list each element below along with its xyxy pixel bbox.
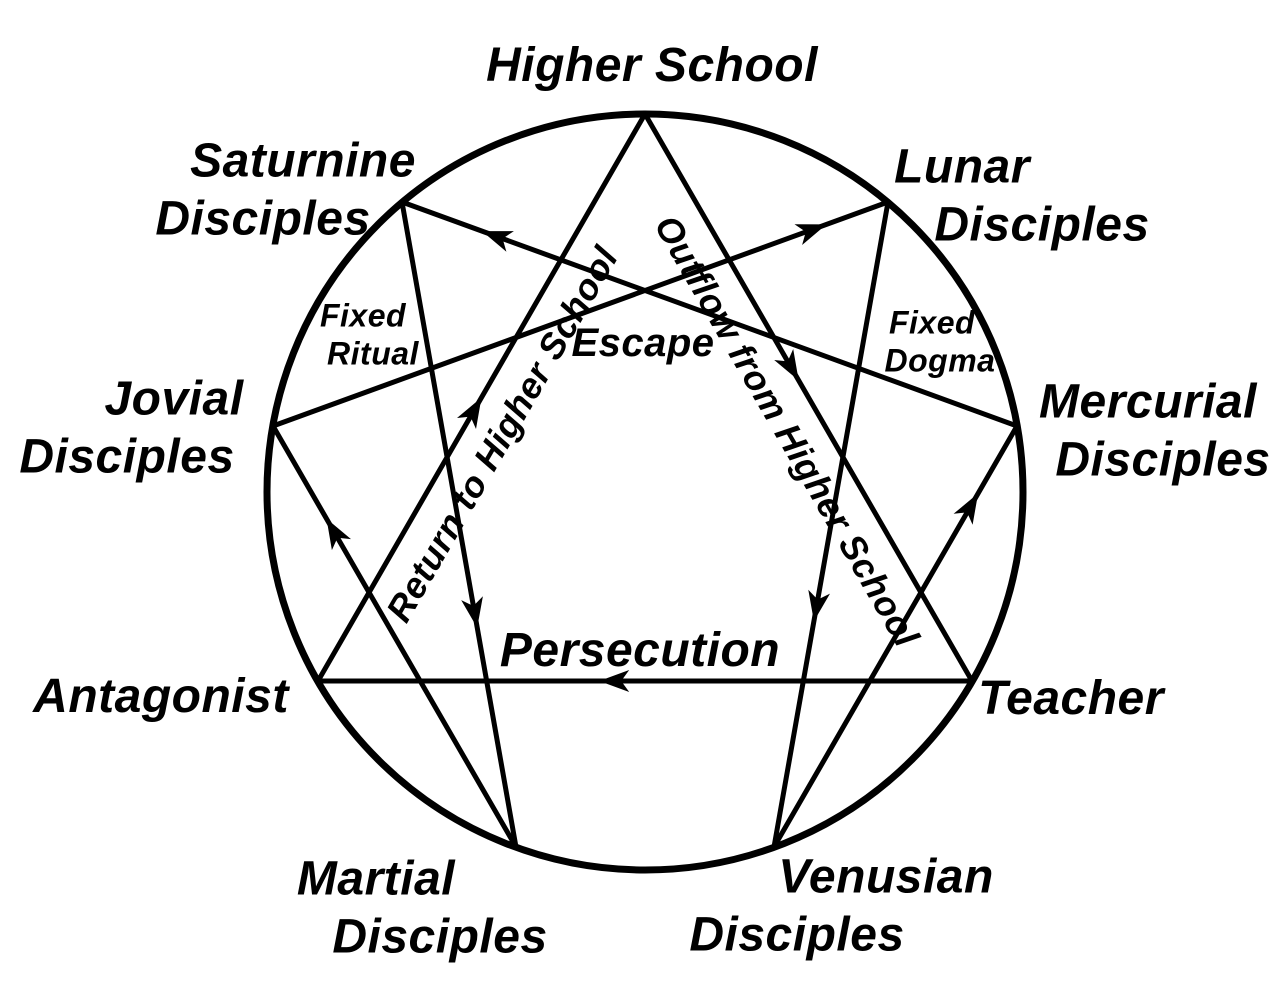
node-label-antagonist: Antagonist — [33, 668, 289, 726]
label-line: Fixed — [888, 304, 976, 341]
flow-label-persecution: Persecution — [500, 622, 780, 680]
label-line: Dogma — [884, 343, 996, 379]
arrowhead-return-antagonist-to-higher-school — [457, 397, 482, 429]
edge-jovial-to-lunar — [270, 199, 891, 429]
label-line: Jovial — [104, 372, 244, 426]
label-line: Fixed — [319, 297, 407, 334]
label-line: Outflow from Higher School — [646, 208, 928, 654]
label-line: Disciples — [1055, 433, 1271, 486]
label-line: Saturnine — [190, 134, 416, 188]
flow-label-return-to-higher-school: Return to Higher School — [377, 239, 627, 629]
label-line: Disciples — [934, 198, 1150, 251]
arrowhead-venusian-to-mercurial — [953, 493, 979, 525]
arrowhead-lunar-to-venusian — [808, 589, 830, 622]
label-line: Ritual — [327, 336, 419, 372]
label-line: Escape — [571, 321, 715, 365]
label-line: Disciples — [155, 192, 371, 245]
edge-mercurial-to-saturnine — [399, 199, 1020, 429]
edge-lunar-to-venusian — [771, 199, 891, 850]
label-line: Lunar — [894, 140, 1030, 194]
edge-outflow-higher-school-to-teacher — [642, 111, 975, 684]
arrowhead-mercurial-to-saturnine — [482, 231, 514, 252]
label-line: Venusian — [778, 850, 994, 904]
flow-label-outflow-from-higher-school: Outflow from Higher School — [646, 208, 929, 655]
label-line: Mercurial — [1039, 375, 1257, 429]
label-line: Return to Higher School — [377, 239, 627, 629]
arrowhead-martial-to-jovial — [326, 518, 351, 551]
flow-label-escape: Escape — [571, 319, 714, 367]
edge-martial-to-jovial — [270, 423, 519, 850]
arrowhead-persecution-teacher-to-antagonist — [599, 670, 630, 692]
label-line: Persecution — [499, 624, 781, 678]
edge-saturnine-to-martial — [399, 199, 519, 850]
node-label-higher-school: Higher School — [486, 37, 818, 95]
label-line: Antagonist — [33, 670, 289, 724]
label-line: Disciples — [332, 910, 548, 963]
arrowhead-outflow-higher-school-to-teacher — [774, 349, 799, 381]
label-line: Higher School — [486, 39, 818, 93]
arrowhead-jovial-to-lunar — [794, 224, 827, 245]
arrowhead-saturnine-to-martial — [461, 596, 483, 628]
label-line: Disciples — [689, 908, 905, 961]
label-line: Teacher — [978, 672, 1164, 726]
label-line: Martial — [296, 852, 456, 906]
node-label-teacher: Teacher — [978, 670, 1164, 728]
label-line: Disciples — [19, 430, 235, 483]
